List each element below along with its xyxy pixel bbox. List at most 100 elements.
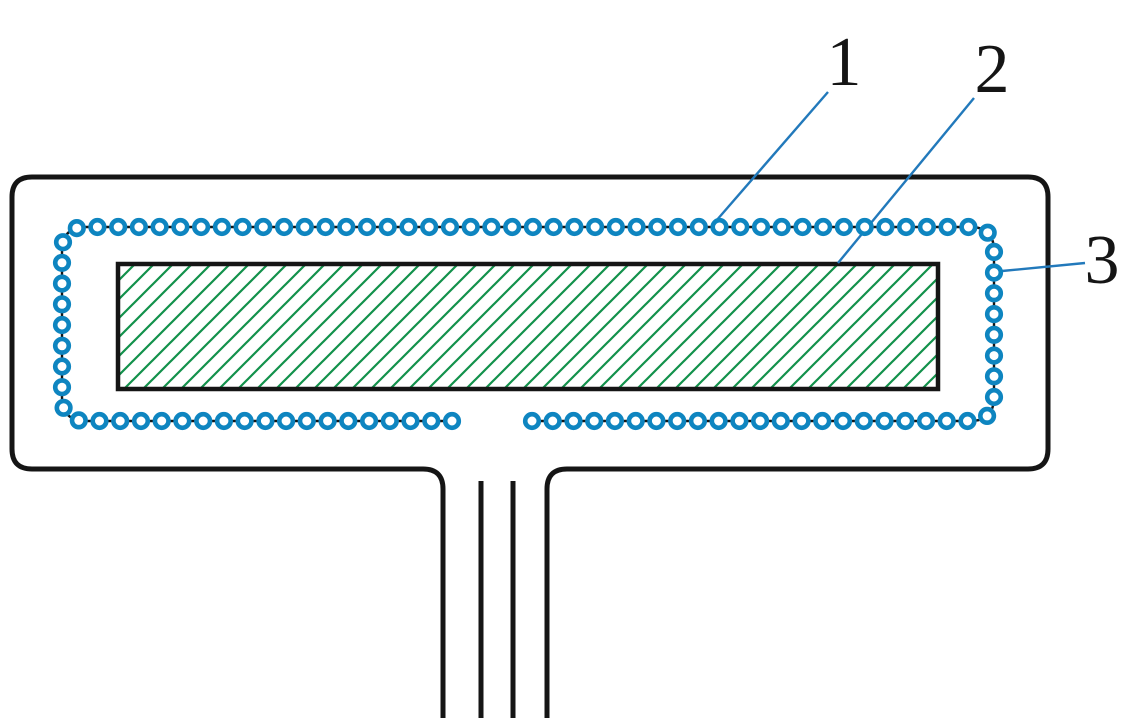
via-circle	[523, 217, 543, 237]
via-circle	[833, 411, 853, 431]
via-circle	[109, 217, 128, 237]
via-circle	[192, 217, 211, 237]
via-circle	[896, 217, 916, 237]
via-circle	[150, 217, 169, 237]
via-circle	[709, 411, 728, 431]
via-circle	[111, 411, 130, 431]
via-circle	[52, 315, 72, 335]
via-circle	[482, 217, 501, 237]
via-circle	[503, 217, 522, 237]
hatched-region	[115, 261, 941, 392]
via-circle	[959, 217, 978, 237]
via-circle	[194, 411, 213, 431]
via-circle	[401, 411, 420, 431]
via-circle	[751, 217, 771, 237]
via-circle	[69, 411, 88, 430]
via-circle	[605, 411, 625, 431]
via-circle	[813, 411, 832, 431]
via-circle	[984, 305, 1004, 324]
via-circle	[295, 217, 314, 237]
via-circle	[984, 242, 1004, 261]
via-circle	[277, 411, 296, 431]
via-circle	[731, 217, 750, 237]
via-circle	[378, 217, 397, 237]
via-circle	[668, 217, 688, 237]
via-circle	[337, 217, 356, 237]
via-circle	[585, 411, 604, 431]
via-circle	[689, 217, 708, 237]
via-circle	[357, 217, 377, 237]
via-circle	[52, 253, 72, 272]
via-circle	[212, 217, 231, 237]
label-3-leader-line	[1001, 261, 1086, 273]
via-circle	[235, 411, 254, 431]
via-circle	[585, 217, 605, 237]
via-circle	[129, 217, 148, 237]
via-circle	[67, 219, 86, 238]
via-circle	[461, 217, 480, 237]
via-circle	[53, 233, 73, 252]
via-circle	[522, 411, 542, 431]
via-circle	[564, 411, 583, 431]
via-circle	[978, 223, 997, 242]
via-circle	[256, 411, 275, 431]
via-circle	[52, 274, 72, 293]
via-circle	[710, 217, 729, 237]
via-circle	[90, 411, 109, 431]
via-circle	[984, 325, 1004, 344]
via-circle	[275, 217, 294, 237]
label-2: 2	[975, 31, 1010, 108]
via-circle	[52, 295, 72, 314]
label-2-leader-line	[837, 97, 975, 264]
via-circle	[730, 411, 749, 431]
via-circle	[316, 217, 335, 237]
via-circle	[984, 346, 1004, 365]
via-circle	[297, 411, 316, 431]
via-circle	[854, 411, 873, 431]
via-circle	[937, 411, 956, 431]
via-circle	[984, 367, 1004, 386]
via-circle	[896, 411, 915, 431]
via-circle	[917, 217, 937, 237]
via-circle	[875, 411, 894, 431]
via-circle	[772, 217, 791, 237]
feed-line-edges	[478, 481, 516, 718]
via-circle	[422, 411, 441, 431]
via-circle	[543, 411, 562, 431]
via-circle	[648, 217, 667, 237]
via-circle	[233, 217, 252, 237]
via-circle	[171, 217, 190, 237]
via-circle	[131, 411, 151, 431]
label-1-leader-line	[715, 91, 829, 222]
via-circle	[420, 217, 439, 237]
via-circle	[339, 411, 358, 431]
via-circle	[834, 217, 854, 237]
via-circle	[214, 411, 233, 431]
via-circle	[750, 411, 770, 431]
via-circle	[318, 411, 337, 431]
via-circle	[938, 217, 957, 237]
via-circle	[792, 411, 811, 431]
via-circle	[626, 411, 645, 431]
label-3: 3	[1085, 222, 1120, 299]
via-fence-circles	[52, 217, 1004, 431]
via-circle	[52, 336, 72, 355]
via-circle	[668, 411, 687, 431]
via-circle	[916, 411, 936, 431]
via-circle	[52, 357, 72, 376]
via-circle	[380, 411, 399, 431]
via-circle	[52, 378, 72, 397]
via-circle	[984, 387, 1004, 407]
via-circle	[442, 411, 462, 431]
via-circle	[88, 217, 107, 237]
via-circle	[173, 411, 192, 431]
via-circle	[440, 217, 460, 237]
via-circle	[54, 398, 73, 417]
via-circle	[814, 217, 833, 237]
via-circle	[688, 411, 708, 431]
via-circle	[977, 406, 997, 426]
via-circle	[152, 411, 171, 431]
via-circle	[984, 284, 1004, 303]
